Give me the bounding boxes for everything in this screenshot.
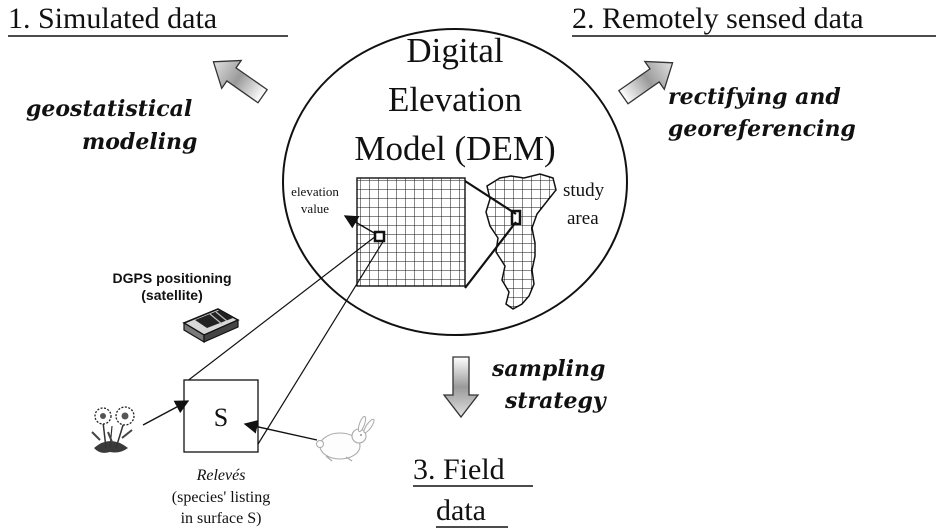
- arrow-rabbit-to-plot: [243, 419, 318, 441]
- label-species-listing: (species' listing: [172, 489, 270, 506]
- arrow-to-simulated-data: [212, 59, 269, 104]
- dem-title-line2: Elevation: [388, 80, 522, 119]
- label-dgps: DGPS positioning: [113, 270, 232, 286]
- label-sampling: sampling: [491, 356, 605, 382]
- label-study: study: [563, 180, 605, 201]
- label-releves: Relevés: [196, 467, 246, 484]
- heading-simulated-data: 1. Simulated data: [8, 2, 217, 35]
- projection-line-left: [185, 235, 377, 383]
- gps-receiver-icon: [182, 308, 240, 344]
- elevation-value-arrow: [343, 215, 377, 235]
- heading-field-data-line2: data: [436, 494, 486, 527]
- study-cell-highlight: [510, 209, 522, 226]
- plot-symbol: S: [214, 403, 228, 432]
- label-strategy: strategy: [504, 388, 608, 414]
- dem-title-line3: Model (DEM): [354, 129, 555, 168]
- dem-title-line1: Digital: [406, 31, 503, 70]
- study-area-shape: [485, 173, 557, 310]
- projection-line-right: [254, 239, 385, 450]
- connector-grid-study-bottom: [464, 221, 517, 289]
- label-georeferencing: georeferencing: [668, 116, 856, 142]
- plot-square: [183, 379, 259, 453]
- label-modeling: modeling: [82, 129, 197, 155]
- label-elevation: elevation: [291, 184, 339, 199]
- arrow-flower-to-plot: [142, 400, 190, 426]
- label-value: value: [301, 201, 329, 216]
- label-geostatistical: geostatistical: [26, 96, 192, 122]
- flower-icon: [91, 406, 135, 453]
- arrow-to-field-data: [442, 356, 480, 419]
- dem-circle: [282, 28, 628, 336]
- connector-grid-study-top: [464, 180, 517, 215]
- heading-remotely-sensed-data: 2. Remotely sensed data: [572, 2, 864, 35]
- arrow-to-remote-data: [617, 60, 674, 105]
- rabbit-icon: [316, 415, 375, 462]
- grid-cell-highlight: [373, 230, 386, 243]
- label-in-surface: in surface S): [181, 510, 262, 527]
- label-satellite: (satellite): [141, 287, 202, 303]
- label-area: area: [567, 208, 599, 229]
- heading-field-data-line1: 3. Field: [413, 453, 505, 486]
- label-rectifying: rectifying and: [668, 84, 841, 110]
